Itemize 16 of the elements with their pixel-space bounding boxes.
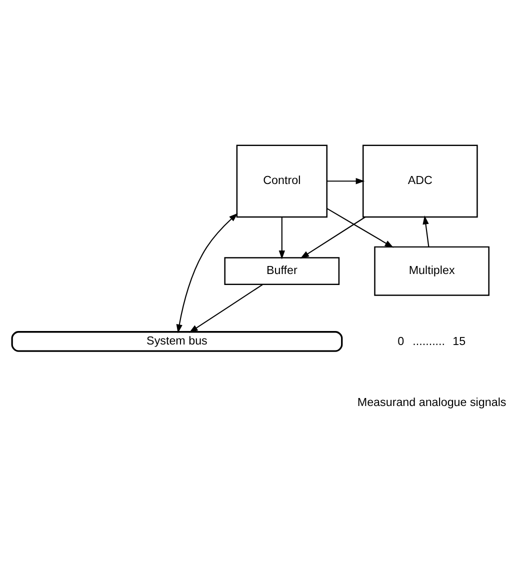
arrow [326, 208, 394, 248]
arrow [300, 216, 366, 259]
node-box: System bus [11, 331, 343, 352]
node-box: ADC [362, 144, 478, 218]
arrow [327, 178, 365, 184]
node-box: Multiplex [374, 246, 490, 296]
arrow [189, 284, 263, 333]
node-box: Control [236, 144, 328, 218]
arrow [176, 213, 238, 334]
label: Measurand analogue signals [357, 396, 506, 409]
label: .......... [412, 334, 446, 348]
label: 15 [452, 334, 466, 348]
arrow [422, 216, 430, 247]
label: 0 [398, 334, 404, 348]
node-box: Buffer [224, 257, 340, 286]
arrow [278, 217, 285, 260]
